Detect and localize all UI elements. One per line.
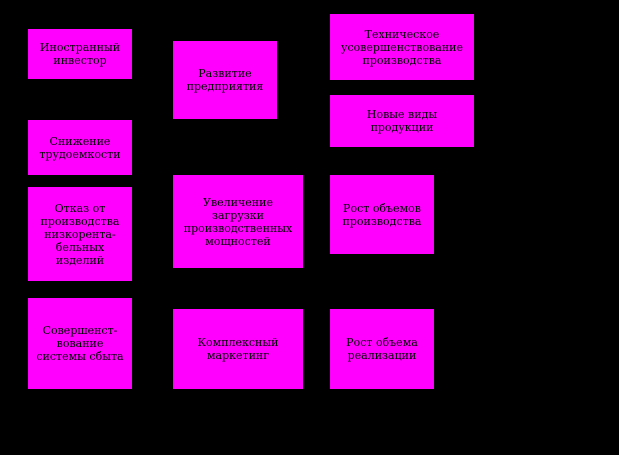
box-enterprise-development: Развитие предприятия <box>173 41 277 119</box>
box-sales-volume-growth-label: Рост объема реализации <box>346 336 418 362</box>
box-sales-volume-growth: Рост объема реализации <box>330 309 434 389</box>
box-refuse-unprofitable-products-label: Отказ от производства низкорента-бельных… <box>40 201 120 267</box>
box-capacity-utilization-increase-label: Увеличение загрузки производственных мощ… <box>183 195 293 248</box>
box-sales-system-improvement-label: Совершенст-вование системы сбыта <box>36 324 124 363</box>
box-labor-intensity-reduction: Снижение трудоемкости <box>28 120 132 175</box>
box-refuse-unprofitable-products: Отказ от производства низкорента-бельных… <box>28 187 132 281</box>
box-capacity-utilization-increase: Увеличение загрузки производственных мощ… <box>173 175 303 268</box>
box-technical-improvement: Техническое усовершенствование производс… <box>330 14 474 80</box>
box-enterprise-development-label: Развитие предприятия <box>186 67 264 93</box>
box-labor-intensity-reduction-label: Снижение трудоемкости <box>39 134 121 161</box>
box-complex-marketing: Комплексный маркетинг <box>173 309 303 389</box>
box-new-product-types: Новые виды продукции <box>330 95 474 147</box>
box-new-product-types-label: Новые виды продукции <box>366 108 438 134</box>
box-complex-marketing-label: Комплексный маркетинг <box>197 336 279 362</box>
box-production-volume-growth-label: Рост объемов производства <box>342 201 422 228</box>
box-foreign-investor: Иностранный инвестор <box>28 29 132 79</box>
box-production-volume-growth: Рост объемов производства <box>330 175 434 254</box>
box-technical-improvement-label: Техническое усовершенствование производс… <box>340 27 464 67</box>
box-sales-system-improvement: Совершенст-вование системы сбыта <box>28 298 132 389</box>
box-foreign-investor-label: Иностранный инвестор <box>39 41 121 67</box>
